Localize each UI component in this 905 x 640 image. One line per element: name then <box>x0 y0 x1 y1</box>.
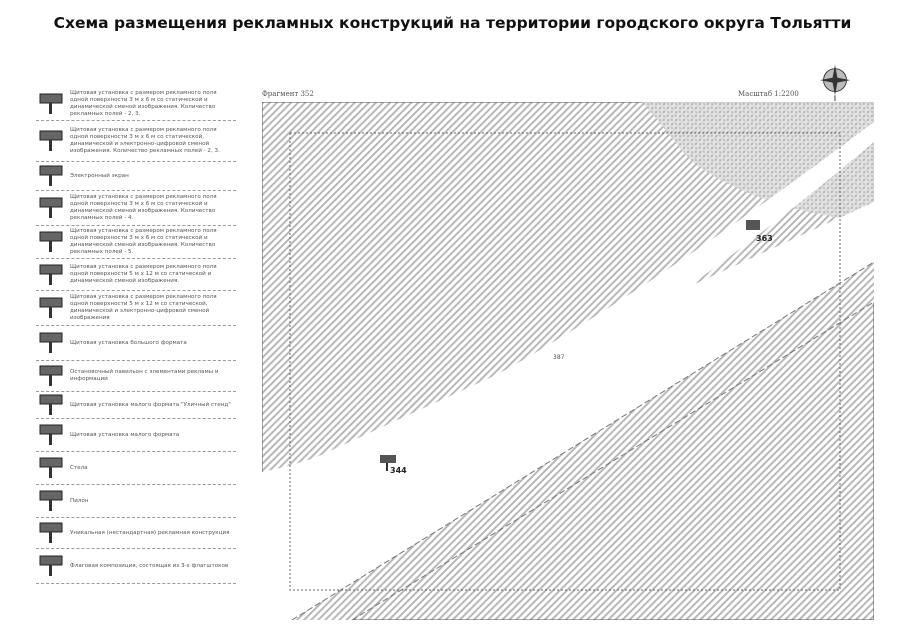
legend-item: Щитовая установка с размером рекламного … <box>36 88 236 121</box>
unique-structure-icon <box>36 521 66 545</box>
legend-item: Щитовая установка с размером рекламного … <box>36 226 236 259</box>
street-stand-icon <box>36 393 66 417</box>
legend-item: Остановочный павильон с элементами рекла… <box>36 361 236 392</box>
legend-item: Щитовая установка с размером рекламного … <box>36 121 236 162</box>
billboard-digital-icon <box>36 129 66 153</box>
map-area[interactable] <box>262 102 874 620</box>
fragment-label: Фрагмент 352 <box>262 90 314 98</box>
ad-marker-363 <box>746 220 760 230</box>
bus-stop-icon <box>36 364 66 388</box>
electronic-screen-icon <box>36 164 66 188</box>
legend-text: Остановочный павильон с элементами рекла… <box>70 369 219 382</box>
legend-text: Щитовая установка малого формата <box>70 431 180 438</box>
billboard-5-icon <box>36 230 66 254</box>
legend-item: Щитовая установка с размером рекламного … <box>36 291 236 326</box>
legend-text: Щитовая установка с размером рекламного … <box>70 228 217 255</box>
ad-marker-344 <box>380 455 396 471</box>
legend-text: Пилон <box>70 497 89 504</box>
legend-item: Электронный экран <box>36 162 236 191</box>
flag-composition-icon <box>36 554 66 578</box>
pylon-icon <box>36 489 66 513</box>
legend-text: Щитовая установка с размером рекламного … <box>70 127 220 154</box>
legend-text: Щитовая установка большого формата <box>70 339 187 346</box>
marker-label[interactable]: 363 <box>756 234 773 243</box>
legend-item: Щитовая установка малого формата <box>36 419 236 452</box>
map-title: Схема размещения рекламных конструкций н… <box>53 14 852 32</box>
billboard-icon <box>36 92 66 116</box>
legend-text: Щитовая установка малого формата "Уличны… <box>70 401 231 408</box>
legend-item: Флаговая композиция, состоящая из 3-х фл… <box>36 549 236 584</box>
legend-item: Стела <box>36 452 236 485</box>
legend-text: Щитовая установка с размером рекламного … <box>70 264 217 284</box>
small-format-icon <box>36 423 66 447</box>
legend-text: Флаговая композиция, состоящая из 3-х фл… <box>70 562 229 569</box>
legend-item: Пилон <box>36 485 236 518</box>
legend-text: Стела <box>70 464 88 471</box>
stele-icon <box>36 456 66 480</box>
legend-item: Щитовая установка с размером рекламного … <box>36 259 236 291</box>
billboard-large-digital-icon <box>36 296 66 320</box>
legend-item: Уникальная (нестандартная) рекламная кон… <box>36 518 236 549</box>
parcel-label: 387 <box>553 354 565 361</box>
legend-text: Щитовая установка с размером рекламного … <box>70 194 217 221</box>
scale-label: Масштаб 1:2200 <box>738 90 799 98</box>
legend-item: Щитовая установка малого формата "Уличны… <box>36 392 236 419</box>
legend-text: Уникальная (нестандартная) рекламная кон… <box>70 529 230 536</box>
billboard-4-icon <box>36 196 66 220</box>
legend: Щитовая установка с размером рекламного … <box>36 88 236 584</box>
legend-item: Щитовая установка с размером рекламного … <box>36 191 236 226</box>
big-format-icon <box>36 331 66 355</box>
legend-text: Щитовая установка с размером рекламного … <box>70 90 217 117</box>
legend-text: Щитовая установка с размером рекламного … <box>70 294 217 321</box>
compass-rose-icon <box>819 64 851 102</box>
marker-label[interactable]: 344 <box>390 466 407 475</box>
billboard-large-icon <box>36 263 66 287</box>
legend-text: Электронный экран <box>70 172 129 179</box>
legend-item: Щитовая установка большого формата <box>36 326 236 361</box>
